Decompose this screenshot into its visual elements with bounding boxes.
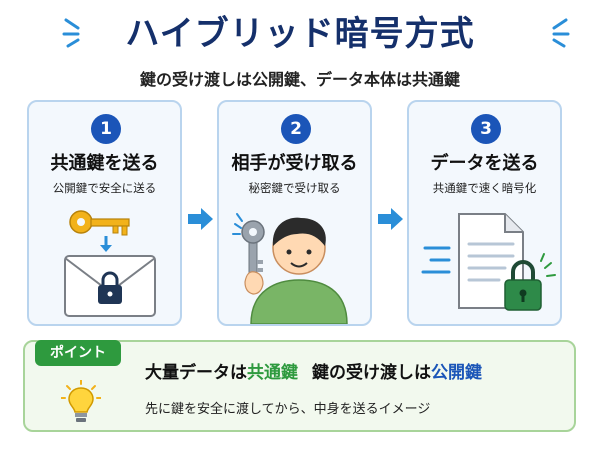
point-main-line: 大量データは共通鍵鍵の受け渡しは公開鍵: [145, 358, 482, 383]
key-envelope-illustration: [64, 210, 156, 317]
step-number: 1: [91, 114, 121, 144]
point-box: ポイント 大量データは共通鍵鍵の受け渡しは公開鍵 先に鍵を安全に渡してから、中身…: [23, 340, 576, 432]
lightbulb-icon: [61, 380, 101, 422]
point-tag: ポイント: [35, 340, 121, 366]
point-highlight-common-key: 共通鍵: [247, 363, 298, 383]
page-title: ハイブリッド暗号方式: [125, 14, 475, 54]
step-card-3: 3 データを送る 共通鍵で速く暗号化: [407, 100, 562, 326]
person-icon: [250, 217, 348, 324]
point-text: 鍵の受け渡しは: [312, 363, 431, 383]
arrow-right-icon: [188, 208, 213, 230]
step-number: 2: [281, 114, 311, 144]
step-number: 3: [471, 114, 501, 144]
step-detail: 共通鍵で速く暗号化: [432, 181, 537, 195]
step-card-2: 2 相手が受け取る 秘密鍵で受け取る: [217, 100, 372, 326]
sparkle-right-icon: [552, 18, 570, 48]
document-lock-illustration: [421, 213, 556, 311]
step-detail: 秘密鍵で受け取る: [248, 181, 341, 195]
step-detail: 公開鍵で安全に送る: [52, 181, 157, 195]
step-heading: 共通鍵を送る: [50, 153, 159, 174]
step-heading: 相手が受け取る: [231, 153, 358, 174]
point-highlight-public-key: 公開鍵: [431, 363, 482, 383]
key-icon: [69, 210, 130, 236]
person-with-key-illustration: [232, 213, 348, 324]
key-icon: [232, 213, 265, 277]
subtitle: 鍵の受け渡しは公開鍵、データ本体は共通鍵: [139, 70, 460, 89]
step-heading: データを送る: [430, 153, 539, 174]
step-card-1: 1 共通鍵を送る 公開鍵で安全に送る: [27, 100, 182, 326]
title-area: ハイブリッド暗号方式: [0, 12, 600, 56]
sparkle-left-icon: [62, 18, 80, 48]
point-text: 大量データは: [145, 363, 247, 383]
speed-lines-icon: [421, 246, 451, 274]
point-sub-line: 先に鍵を安全に渡してから、中身を送るイメージ: [145, 402, 431, 417]
arrow-right-icon: [378, 208, 403, 230]
arrow-down-icon: [100, 236, 112, 252]
padlock-icon: [98, 271, 122, 304]
hand-icon: [244, 271, 264, 295]
padlock-icon: [504, 253, 556, 311]
